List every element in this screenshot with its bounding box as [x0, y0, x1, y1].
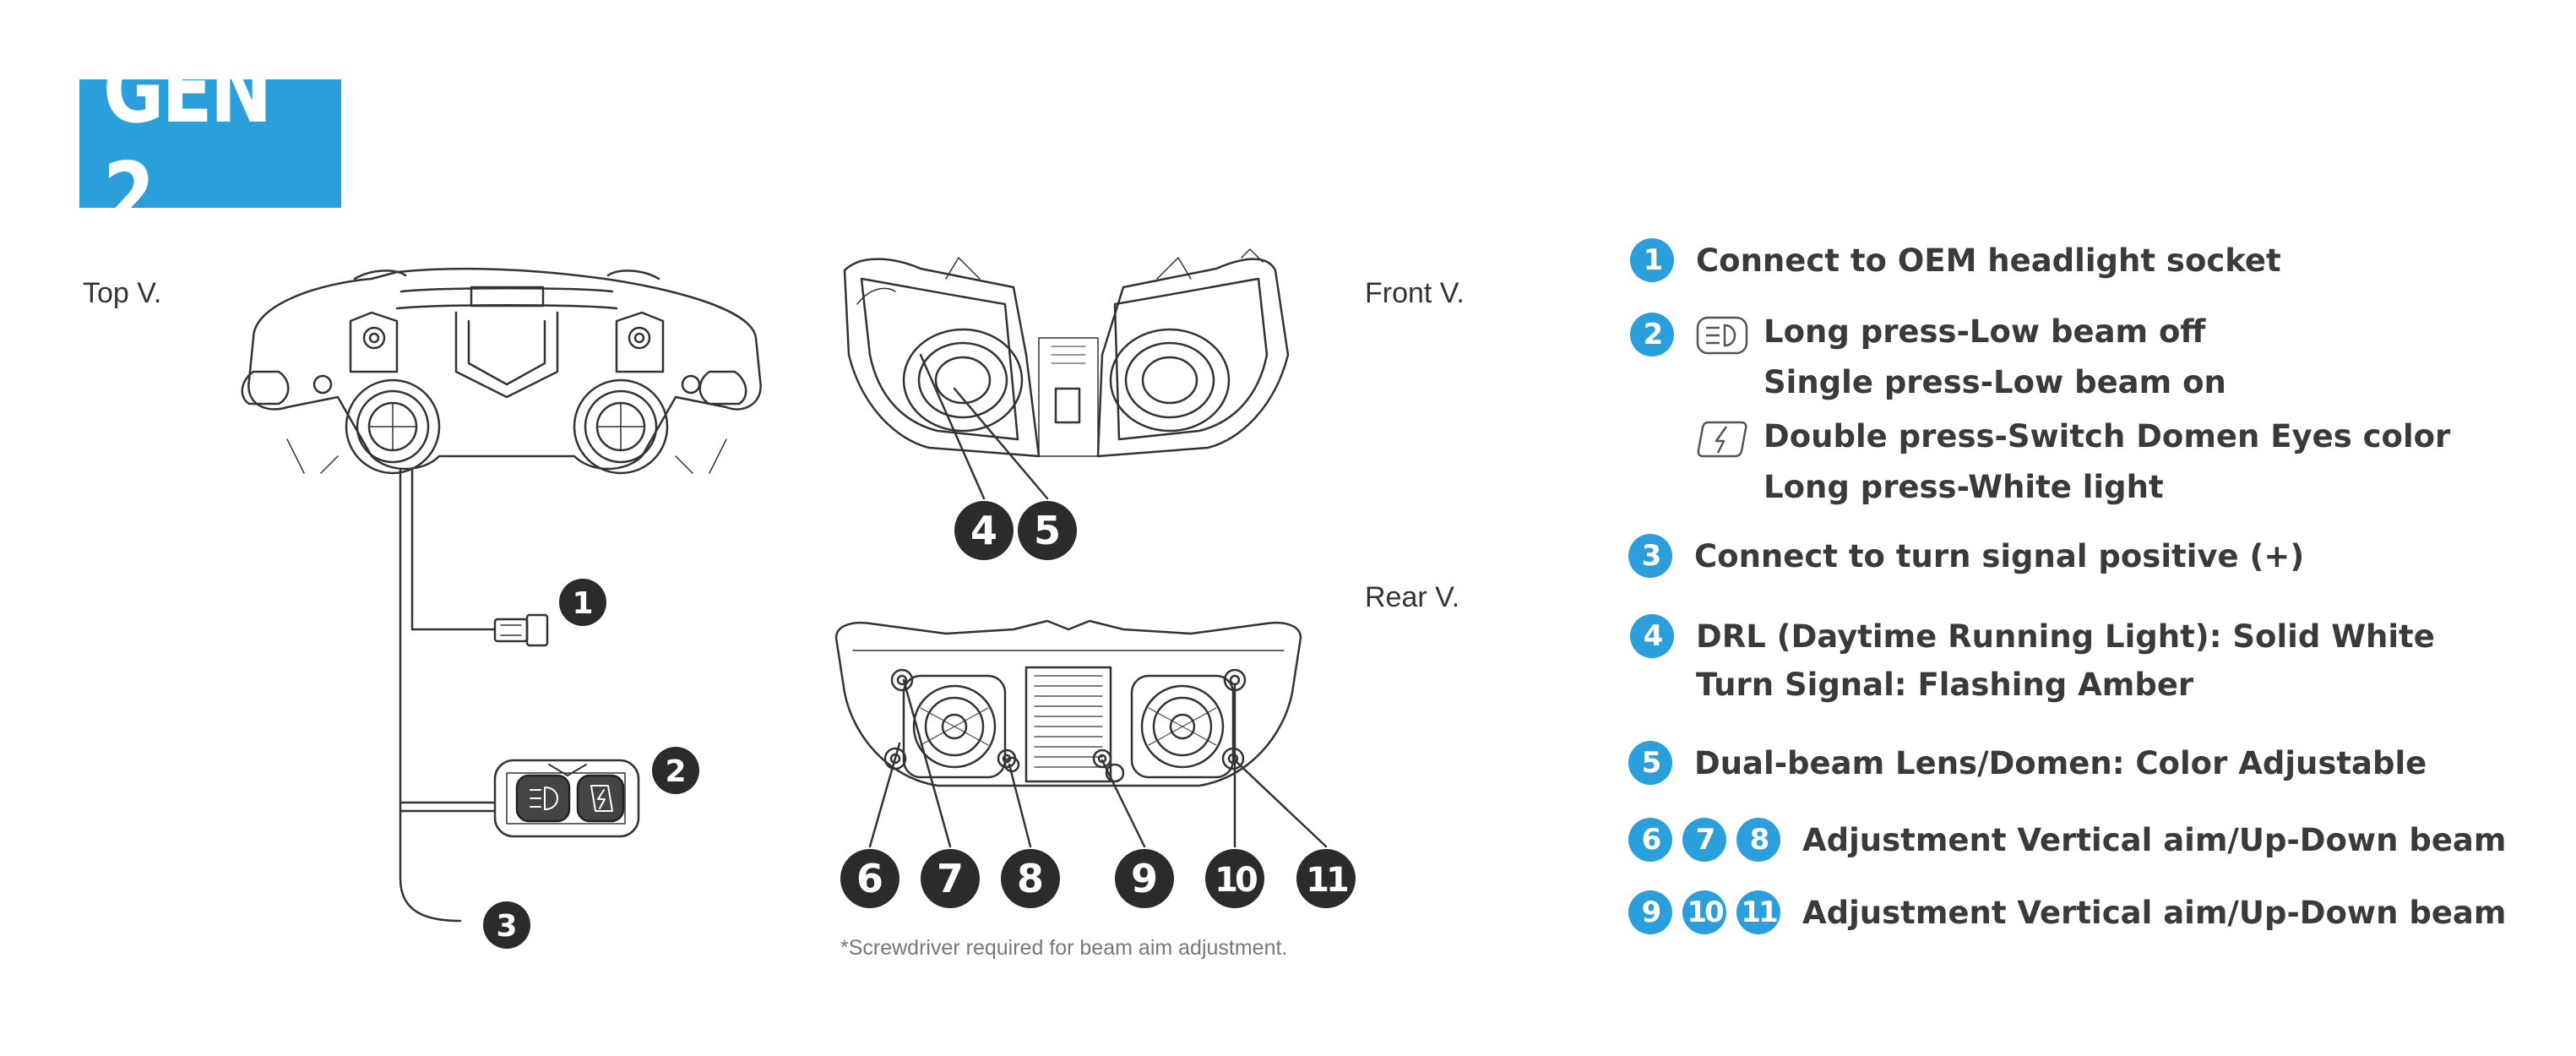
- switch-box: [493, 759, 640, 838]
- callout-11: 11: [1296, 849, 1356, 908]
- svg-text:2: 2: [665, 754, 686, 789]
- svg-text:5: 5: [1034, 508, 1061, 553]
- legend-text-1: Connect to OEM headlight socket: [1696, 242, 2281, 279]
- legend-text-91011: Adjustment Vertical aim/Up-Down beam: [1802, 894, 2507, 931]
- gen-badge: GEN 2: [79, 38, 341, 249]
- legend-item-4: 4 DRL (Daytime Running Light): Solid Whi…: [1630, 614, 2435, 658]
- legend-item-9-10-11: 9 10 11 Adjustment Vertical aim/Up-Down …: [1628, 890, 2506, 934]
- legend-text-2a: Long press-Low beam off: [1764, 313, 2206, 350]
- callout-3: 3: [483, 901, 530, 949]
- legend-text-2c: Double press-Switch Domen Eyes color: [1764, 418, 2451, 455]
- legend-number-9: 9: [1628, 890, 1672, 934]
- svg-text:6: 6: [856, 856, 883, 901]
- callout-5: 5: [1018, 501, 1077, 560]
- callout-4: 4: [954, 501, 1014, 560]
- lightning-icon: [1697, 421, 1747, 458]
- svg-text:9: 9: [1131, 856, 1158, 901]
- callout-9: 9: [1115, 849, 1174, 908]
- legend-number-8: 8: [1736, 818, 1780, 862]
- top-view-headlight: [241, 267, 762, 475]
- wiring-harness: [399, 467, 497, 923]
- legend-item-3: 3 Connect to turn signal positive (+): [1628, 534, 2304, 578]
- legend-item-2: 2: [1630, 313, 1674, 357]
- footnote: *Screwdriver required for beam aim adjus…: [840, 936, 1288, 960]
- legend-number-7: 7: [1682, 818, 1726, 862]
- rear-view-headlight: [834, 619, 1302, 787]
- legend-number-3: 3: [1628, 534, 1672, 578]
- callout-2: 2: [652, 747, 699, 794]
- low-beam-icon: [1696, 316, 1748, 355]
- svg-text:1: 1: [572, 586, 593, 621]
- callout-markers: 1 2 3 4 5 6 7 8: [483, 501, 1356, 949]
- callout-10: 10: [1205, 849, 1264, 908]
- legend-number-1: 1: [1630, 238, 1674, 282]
- svg-text:4: 4: [970, 508, 997, 553]
- legend-text-678: Adjustment Vertical aim/Up-Down beam: [1802, 821, 2507, 858]
- legend-text-4b: Turn Signal: Flashing Amber: [1696, 667, 2194, 703]
- leader-lines: [868, 353, 1328, 848]
- top-view-label: Top V.: [83, 277, 162, 309]
- callout-7: 7: [921, 849, 980, 908]
- legend-number-10: 10: [1682, 890, 1726, 934]
- svg-text:8: 8: [1017, 856, 1044, 901]
- svg-text:7: 7: [937, 856, 964, 901]
- callout-6: 6: [840, 849, 899, 908]
- legend-item-6-7-8: 6 7 8 Adjustment Vertical aim/Up-Down be…: [1628, 818, 2506, 862]
- svg-text:3: 3: [496, 909, 517, 944]
- legend-number-4: 4: [1630, 614, 1674, 658]
- svg-text:10: 10: [1215, 861, 1257, 900]
- legend-text-2d: Long press-White light: [1764, 469, 2164, 505]
- front-view-label: Front V.: [1365, 277, 1465, 309]
- legend-number-11: 11: [1736, 890, 1780, 934]
- legend-text-5: Dual-beam Lens/Domen: Color Adjustable: [1694, 744, 2427, 781]
- rear-view-label: Rear V.: [1365, 581, 1460, 613]
- legend-text-3: Connect to turn signal positive (+): [1694, 537, 2305, 574]
- legend-number-6: 6: [1628, 818, 1672, 862]
- legend-number-5: 5: [1628, 741, 1672, 785]
- callout-8: 8: [1001, 849, 1060, 908]
- legend-item-1: 1 Connect to OEM headlight socket: [1630, 238, 2281, 282]
- callout-1: 1: [559, 579, 606, 626]
- legend-text-4a: DRL (Daytime Running Light): Solid White: [1696, 618, 2435, 655]
- svg-text:11: 11: [1306, 861, 1348, 900]
- gen-badge-label: GEN 2: [102, 38, 273, 249]
- legend-number-2: 2: [1630, 313, 1674, 357]
- legend-item-5: 5 Dual-beam Lens/Domen: Color Adjustable: [1628, 741, 2427, 785]
- oem-connector: [493, 613, 549, 647]
- front-view-headlight: [843, 248, 1290, 458]
- legend-text-2b: Single press-Low beam on: [1764, 364, 2226, 400]
